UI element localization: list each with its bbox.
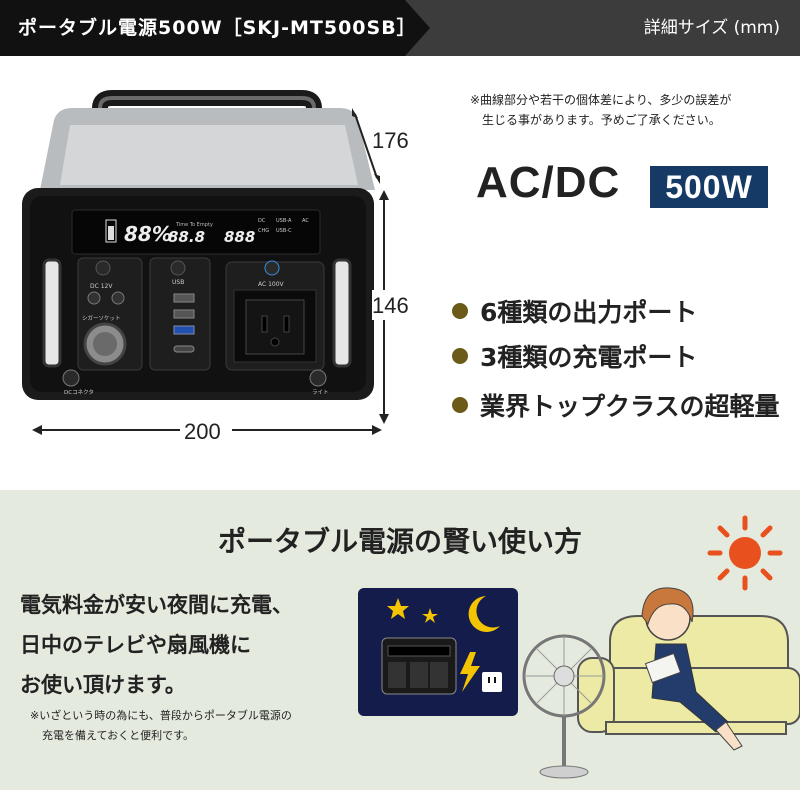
usage-line-3: お使い頂けます。 bbox=[20, 673, 186, 697]
disclaimer-note: ※曲線部分や若干の個体差により、多少の誤差が 生じる事があります。予めご了承くだ… bbox=[470, 90, 770, 130]
feature-text: 3種類の充電ポート bbox=[480, 343, 698, 372]
dc-12v-label: DC 12V bbox=[90, 283, 113, 290]
usage-note: ※いざという時の為にも、普段からポータブル電源の 充電を備えておくと便利です。 bbox=[30, 706, 292, 746]
lcd-time: 88.8 bbox=[168, 228, 205, 246]
acdc-label: AC/DC bbox=[476, 158, 621, 207]
feature-text: 6種類の出力ポート bbox=[480, 298, 698, 327]
watt-badge: 500W bbox=[650, 166, 768, 208]
sun-icon bbox=[707, 515, 783, 591]
note-line-1: ※曲線部分や若干の個体差により、多少の誤差が bbox=[470, 93, 732, 107]
night-charging-illustration bbox=[358, 588, 518, 716]
feature-charge-ports: 3種類の充電ポート bbox=[452, 338, 697, 374]
lcd-time-label: Time To Empty bbox=[175, 222, 213, 228]
header-title-banner bbox=[0, 0, 430, 56]
usage-line-2: 日中のテレビや扇風機に bbox=[20, 633, 251, 657]
lcd-percent: 88% bbox=[124, 222, 172, 246]
lcd-usbc: USB-C bbox=[276, 228, 292, 234]
feature-lightweight: 業界トップクラスの超軽量 bbox=[452, 387, 780, 423]
daytime-fan-scene-illustration bbox=[522, 587, 800, 779]
bullet-icon bbox=[452, 303, 468, 319]
bullet-icon bbox=[452, 397, 468, 413]
usage-description: 電気料金が安い夜間に充電、 日中のテレビや扇風機に お使い頂けます。 bbox=[20, 585, 293, 705]
depth-dimension-line bbox=[354, 113, 378, 179]
lcd-usba: USB-A bbox=[276, 218, 292, 224]
usage-note-line-2: 充電を備えておくと便利です。 bbox=[42, 729, 195, 742]
depth-label: 176 bbox=[372, 128, 409, 153]
lcd-ac: AC bbox=[302, 218, 309, 224]
feature-text: 業界トップクラスの超軽量 bbox=[480, 392, 780, 421]
page-title: ポータブル電源500W［SKJ-MT500SB］ bbox=[18, 17, 417, 39]
lcd-chg: CHG bbox=[258, 228, 269, 234]
size-detail-label: 詳細サイズ (mm) bbox=[643, 18, 780, 38]
usage-note-line-1: ※いざという時の為にも、普段からポータブル電源の bbox=[30, 709, 292, 722]
lcd-watt: 888 bbox=[224, 228, 255, 246]
ac-100v-label: AC 100V bbox=[258, 281, 285, 288]
dc-connector-label: DCコネクタ bbox=[64, 388, 94, 396]
power-station-illustration: 88% 88.8 888 Time To Empty DC USB-A AC C… bbox=[22, 90, 412, 444]
note-line-2: 生じる事があります。予めご了承ください。 bbox=[482, 113, 721, 127]
usage-title: ポータブル電源の賢い使い方 bbox=[217, 525, 582, 558]
width-label: 200 bbox=[184, 419, 221, 444]
height-label: 146 bbox=[372, 293, 409, 318]
bullet-icon bbox=[452, 348, 468, 364]
feature-output-ports: 6種類の出力ポート bbox=[452, 293, 697, 329]
usage-line-1: 電気料金が安い夜間に充電、 bbox=[20, 593, 293, 617]
usb-label: USB bbox=[172, 279, 184, 286]
cigar-socket-label: シガーソケット bbox=[82, 314, 121, 322]
lcd-dc: DC bbox=[258, 218, 266, 224]
light-label: ライト bbox=[312, 389, 329, 396]
